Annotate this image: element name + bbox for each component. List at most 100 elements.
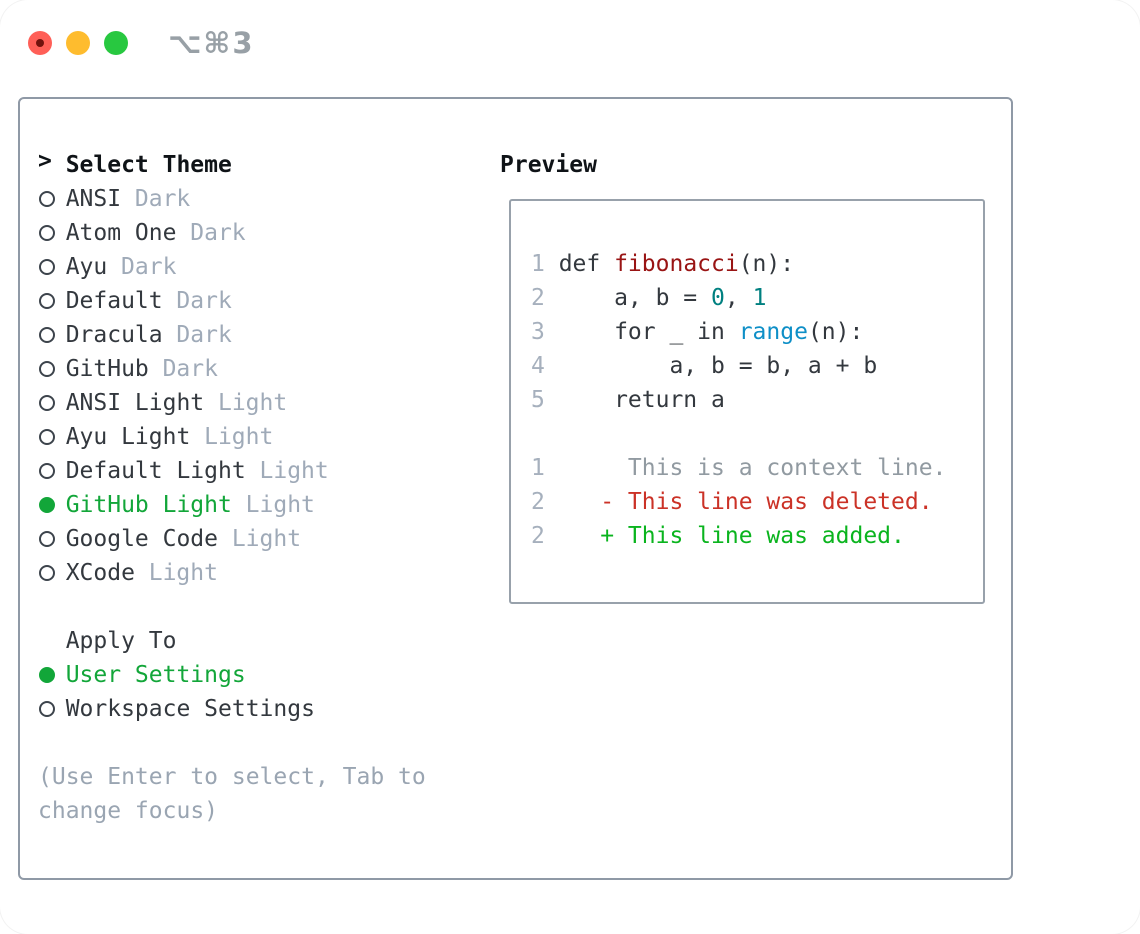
select-theme-header: Select Theme (65, 152, 232, 178)
spacer (38, 590, 426, 624)
code-line: 5 return a (531, 383, 983, 417)
theme-option-atom-one[interactable]: Atom One Dark (38, 216, 426, 250)
code-token: a, b = (558, 285, 712, 311)
theme-option-xcode[interactable]: XCode Light (38, 556, 426, 590)
theme-label: Default (65, 288, 163, 314)
apply-to-indent (38, 624, 66, 658)
hint-line-2: change focus) (38, 798, 219, 824)
theme-variant: Dark (176, 288, 232, 314)
theme-variant: Light (217, 390, 288, 416)
code-token: 0 (711, 285, 725, 311)
diff-line-context: 1 This is a context line. (531, 451, 983, 485)
diff-text: This is a context line. (558, 455, 947, 481)
line-number: 2 (531, 523, 545, 549)
apply-option-label: User Settings (65, 662, 246, 688)
line-number: 2 (531, 285, 545, 311)
theme-variant: Light (148, 560, 218, 586)
preview-header: Preview (500, 152, 597, 178)
theme-variant: Light (204, 424, 274, 450)
theme-variant: Dark (190, 220, 246, 246)
theme-label: Google Code (65, 526, 219, 552)
theme-option-default[interactable]: Default Dark (38, 284, 426, 318)
theme-option-google-code[interactable]: Google Code Light (38, 522, 426, 556)
line-number: 3 (531, 319, 545, 345)
radio-icon (38, 692, 66, 726)
theme-label: XCode (65, 560, 135, 586)
theme-variant: Light (259, 458, 329, 484)
theme-option-ayu[interactable]: Ayu Dark (38, 250, 426, 284)
theme-variant: Dark (121, 254, 177, 280)
theme-option-github-light[interactable]: GitHub Light Light (38, 488, 426, 522)
apply-option-workspace-settings[interactable]: Workspace Settings (38, 692, 426, 726)
theme-label: GitHub Light (65, 492, 232, 518)
theme-variant: Light (231, 526, 302, 552)
diff-text: - This line was deleted. (558, 489, 933, 515)
radio-icon (38, 522, 66, 556)
spacer (531, 417, 983, 451)
radio-icon (38, 318, 66, 352)
apply-to-header: Apply To (65, 628, 177, 654)
theme-option-ansi[interactable]: ANSI Dark (38, 182, 426, 216)
theme-label: Ayu (65, 254, 108, 280)
code-line: 2 a, b = 0, 1 (531, 281, 983, 315)
theme-option-dracula[interactable]: Dracula Dark (38, 318, 426, 352)
hint-line-1: (Use Enter to select, Tab to (38, 764, 426, 790)
apply-option-label: Workspace Settings (65, 696, 315, 722)
code-token: (n): (738, 251, 795, 277)
apply-to-header-row: Apply To (38, 624, 426, 658)
theme-variant: Dark (134, 186, 191, 212)
radio-icon (38, 250, 66, 284)
theme-label: ANSI Light (65, 390, 205, 416)
diff-line-deleted: 2 - This line was deleted. (531, 485, 983, 519)
theme-variant: Light (245, 492, 315, 518)
titlebar: ⌥⌘3 (28, 26, 255, 60)
radio-icon (38, 556, 66, 590)
radio-icon (38, 420, 66, 454)
code-token: 1 (752, 285, 767, 311)
code-token: for _ in (558, 319, 739, 345)
window-title: ⌥⌘3 (168, 26, 255, 60)
code-line: 3 for _ in range(n): (531, 315, 983, 349)
theme-option-ayu-light[interactable]: Ayu Light Light (38, 420, 426, 454)
code-token: range (738, 319, 808, 345)
radio-selected-icon (38, 488, 66, 522)
apply-option-user-settings[interactable]: User Settings (38, 658, 426, 692)
select-theme-header-row: > Select Theme (38, 148, 426, 182)
prompt-icon: > (38, 148, 52, 174)
theme-label: ANSI (65, 186, 122, 212)
spacer (38, 726, 426, 760)
radio-icon (38, 454, 66, 488)
radio-icon (38, 386, 66, 420)
theme-label: GitHub (65, 356, 149, 382)
line-number: 5 (531, 387, 545, 413)
theme-option-ansi-light[interactable]: ANSI Light Light (38, 386, 426, 420)
line-number: 2 (531, 489, 545, 515)
diff-line-added: 2 + This line was added. (531, 519, 983, 553)
theme-label: Atom One (65, 220, 177, 246)
close-button-icon[interactable] (28, 31, 52, 55)
zoom-button-icon[interactable] (104, 31, 128, 55)
theme-label: Dracula (65, 322, 163, 348)
code-token: (n): (807, 319, 864, 345)
diff-text: + This line was added. (558, 523, 905, 549)
theme-label: Ayu Light (65, 424, 191, 450)
diff-block: 1 This is a context line.2 - This line w… (531, 451, 983, 553)
radio-icon (38, 284, 66, 318)
code-token: fibonacci (614, 251, 739, 277)
minimize-button-icon[interactable] (66, 31, 90, 55)
theme-variant: Dark (176, 322, 232, 348)
line-number: 1 (531, 251, 545, 277)
code-token: a, b = b, a + b (558, 353, 878, 379)
line-number: 4 (531, 353, 545, 379)
code-token: , (724, 285, 753, 311)
